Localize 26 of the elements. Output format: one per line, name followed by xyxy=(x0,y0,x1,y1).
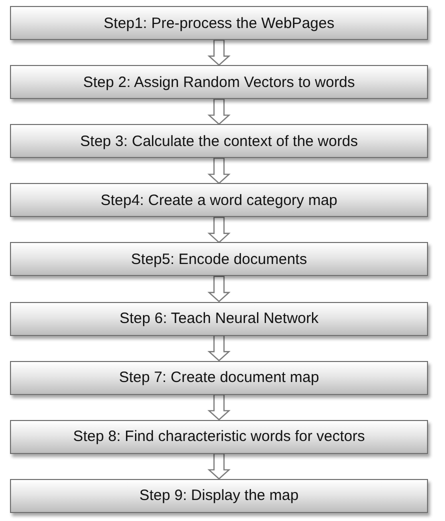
step-label: Step 3: Calculate the context of the words xyxy=(80,132,358,150)
arrow xyxy=(207,39,231,66)
step-label: Step 6: Teach Neural Network xyxy=(120,310,318,327)
arrow xyxy=(207,334,231,362)
step-label: Step 7: Create document map xyxy=(118,369,320,386)
process-box xyxy=(10,6,428,40)
process-box xyxy=(10,302,428,336)
arrow xyxy=(207,216,231,244)
process-box xyxy=(10,360,428,395)
process-box xyxy=(10,242,428,276)
process-box xyxy=(10,478,428,513)
process-box xyxy=(10,420,428,454)
step-label: Step 9: Display the map xyxy=(139,487,299,504)
arrow xyxy=(207,276,231,302)
step-label: Step5: Encode documents xyxy=(131,250,307,268)
arrow xyxy=(207,158,231,184)
arrow xyxy=(207,98,231,125)
step-label: Step 2: Assign Random Vectors to words xyxy=(83,74,355,91)
step-label: Step 8: Find characteristic words for vectors xyxy=(73,428,365,446)
step-label: Step4: Create a word category map xyxy=(100,192,338,209)
process-box xyxy=(10,65,428,100)
arrow xyxy=(207,453,231,480)
process-box xyxy=(10,183,428,218)
process-box xyxy=(10,124,428,158)
step-label: Step1: Pre-process the WebPages xyxy=(104,14,334,32)
arrow xyxy=(207,394,231,420)
